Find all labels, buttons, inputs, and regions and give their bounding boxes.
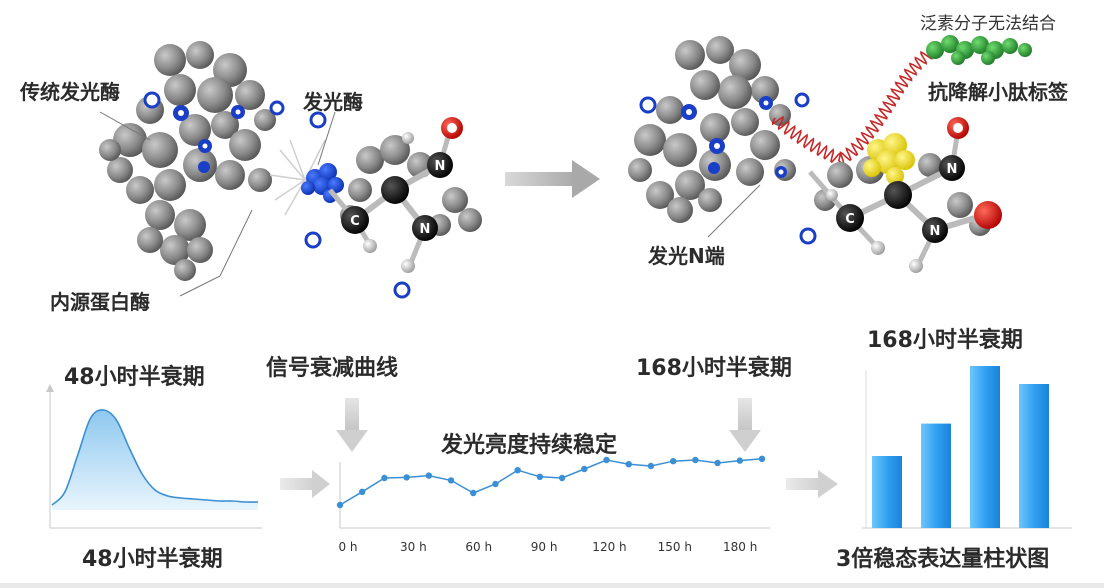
- bar-chart: [862, 366, 1072, 529]
- label-anti-degradation-tag: 抗降解小肽标签: [928, 80, 1068, 104]
- flow-arrow-right: [786, 470, 838, 498]
- x-tick-label: 30 h: [400, 540, 427, 554]
- bar: [1019, 384, 1049, 528]
- protein-blob-right: [628, 36, 796, 223]
- label-48h-bottom: 48小时半衰期: [82, 547, 223, 572]
- data-point: [625, 461, 632, 468]
- data-point: [492, 480, 499, 488]
- atom-n-label: N: [947, 162, 958, 177]
- label-traditional-luciferase: 传统发光酶: [20, 80, 120, 104]
- stable-series-line: [339, 458, 763, 506]
- x-tick-label: 0 h: [338, 540, 358, 554]
- spark-burst: [269, 139, 326, 216]
- data-point: [603, 456, 610, 464]
- label-ubiquitin-cannot-bind: 泛素分子无法结合: [920, 14, 1056, 34]
- bar: [970, 366, 1000, 528]
- data-point: [403, 474, 410, 481]
- data-point: [536, 473, 544, 480]
- data-point: [692, 456, 699, 464]
- anti-degradation-helix: [771, 50, 933, 166]
- transition-arrow: [505, 160, 600, 198]
- peptide-tag-green: [926, 35, 1032, 65]
- data-point: [581, 465, 588, 473]
- chromophore-molecule-left: C N N: [328, 117, 482, 273]
- leader-lines-right: [707, 184, 761, 238]
- atom-n-label: N: [930, 224, 941, 239]
- label-48h-top: 48小时半衰期: [64, 365, 205, 390]
- data-point: [558, 474, 566, 482]
- down-arrow-left: [336, 398, 368, 452]
- data-point: [470, 489, 477, 497]
- x-tick-label: 150 h: [657, 540, 692, 554]
- x-tick-label: 180 h: [723, 540, 758, 554]
- data-point: [514, 467, 521, 474]
- data-point: [447, 477, 455, 484]
- label-bar-chart: 3倍稳态表达量柱状图: [836, 547, 1050, 572]
- bottom-divider: [0, 583, 1104, 588]
- stable-line-chart: [336, 455, 770, 529]
- label-endogenous-protease: 内源蛋白酶: [50, 290, 150, 314]
- ion-markers-right: [639, 92, 817, 245]
- label-168h-mid: 168小时半衰期: [636, 356, 792, 381]
- decay-line: [51, 409, 259, 506]
- chromophore-molecule-right: C N N: [808, 117, 1002, 273]
- label-168h-right: 168小时半衰期: [867, 328, 1023, 353]
- data-point: [336, 501, 344, 509]
- decay-chart: [46, 384, 262, 529]
- data-point: [736, 457, 743, 464]
- flow-arrow-left: [280, 470, 330, 498]
- data-point: [669, 458, 677, 465]
- label-luminescent-n-terminus: 发光N端: [648, 244, 725, 268]
- luciferase-blue-cluster: [301, 163, 344, 203]
- data-point: [714, 459, 721, 467]
- label-stable-brightness: 发光亮度持续稳定: [441, 433, 618, 458]
- label-signal-decay-curve: 信号衰减曲线: [266, 356, 399, 381]
- data-point: [758, 455, 766, 462]
- atom-c-label: C: [350, 214, 360, 229]
- luciferase-yellow-cluster: [863, 133, 915, 185]
- leader-lines-left: [99, 111, 336, 297]
- data-point: [425, 472, 433, 479]
- decay-area: [52, 409, 258, 510]
- data-point: [647, 462, 655, 470]
- ion-markers-left: [143, 91, 411, 299]
- data-point: [381, 474, 388, 482]
- atom-c-label: C: [845, 212, 855, 227]
- atom-n-label: N: [435, 159, 446, 174]
- protein-blob-left: [99, 41, 276, 281]
- x-tick-label: 60 h: [465, 540, 493, 554]
- atom-n-label: N: [420, 222, 431, 237]
- label-luciferase: 发光酶: [303, 90, 363, 114]
- down-arrow-right: [729, 398, 761, 452]
- helix-coil: [771, 50, 933, 166]
- x-tick-label: 120 h: [592, 540, 627, 554]
- bar: [872, 456, 902, 528]
- x-tick-label: 90 h: [530, 540, 558, 554]
- data-point: [359, 488, 366, 495]
- bar: [921, 423, 951, 528]
